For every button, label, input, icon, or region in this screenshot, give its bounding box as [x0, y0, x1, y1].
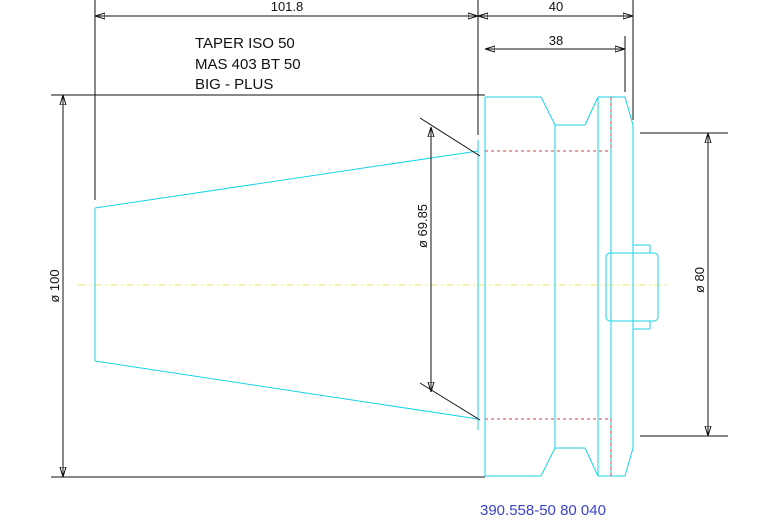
note-variant: BIG - PLUS	[195, 76, 273, 93]
hidden-lines	[485, 97, 612, 476]
drive-slot	[605, 244, 659, 330]
dim-taper-length: 101.8	[271, 0, 304, 14]
note-taper: TAPER ISO 50	[195, 35, 295, 52]
taper-cone	[94, 150, 479, 420]
dim-gauge-diameter: ø 69.85	[415, 204, 430, 248]
extension-lines	[51, 0, 728, 478]
dim-bore-diameter: ø 80	[692, 267, 707, 293]
flange-body	[477, 96, 634, 477]
dim-flange-diameter: ø 100	[47, 269, 62, 302]
note-standard: MAS 403 BT 50	[195, 56, 301, 73]
dim-flange-overall: 40	[549, 0, 563, 14]
dimension-lines	[63, 16, 708, 477]
part-number: 390.558-50 80 040	[480, 502, 606, 519]
dim-flange-inner: 38	[549, 33, 563, 48]
